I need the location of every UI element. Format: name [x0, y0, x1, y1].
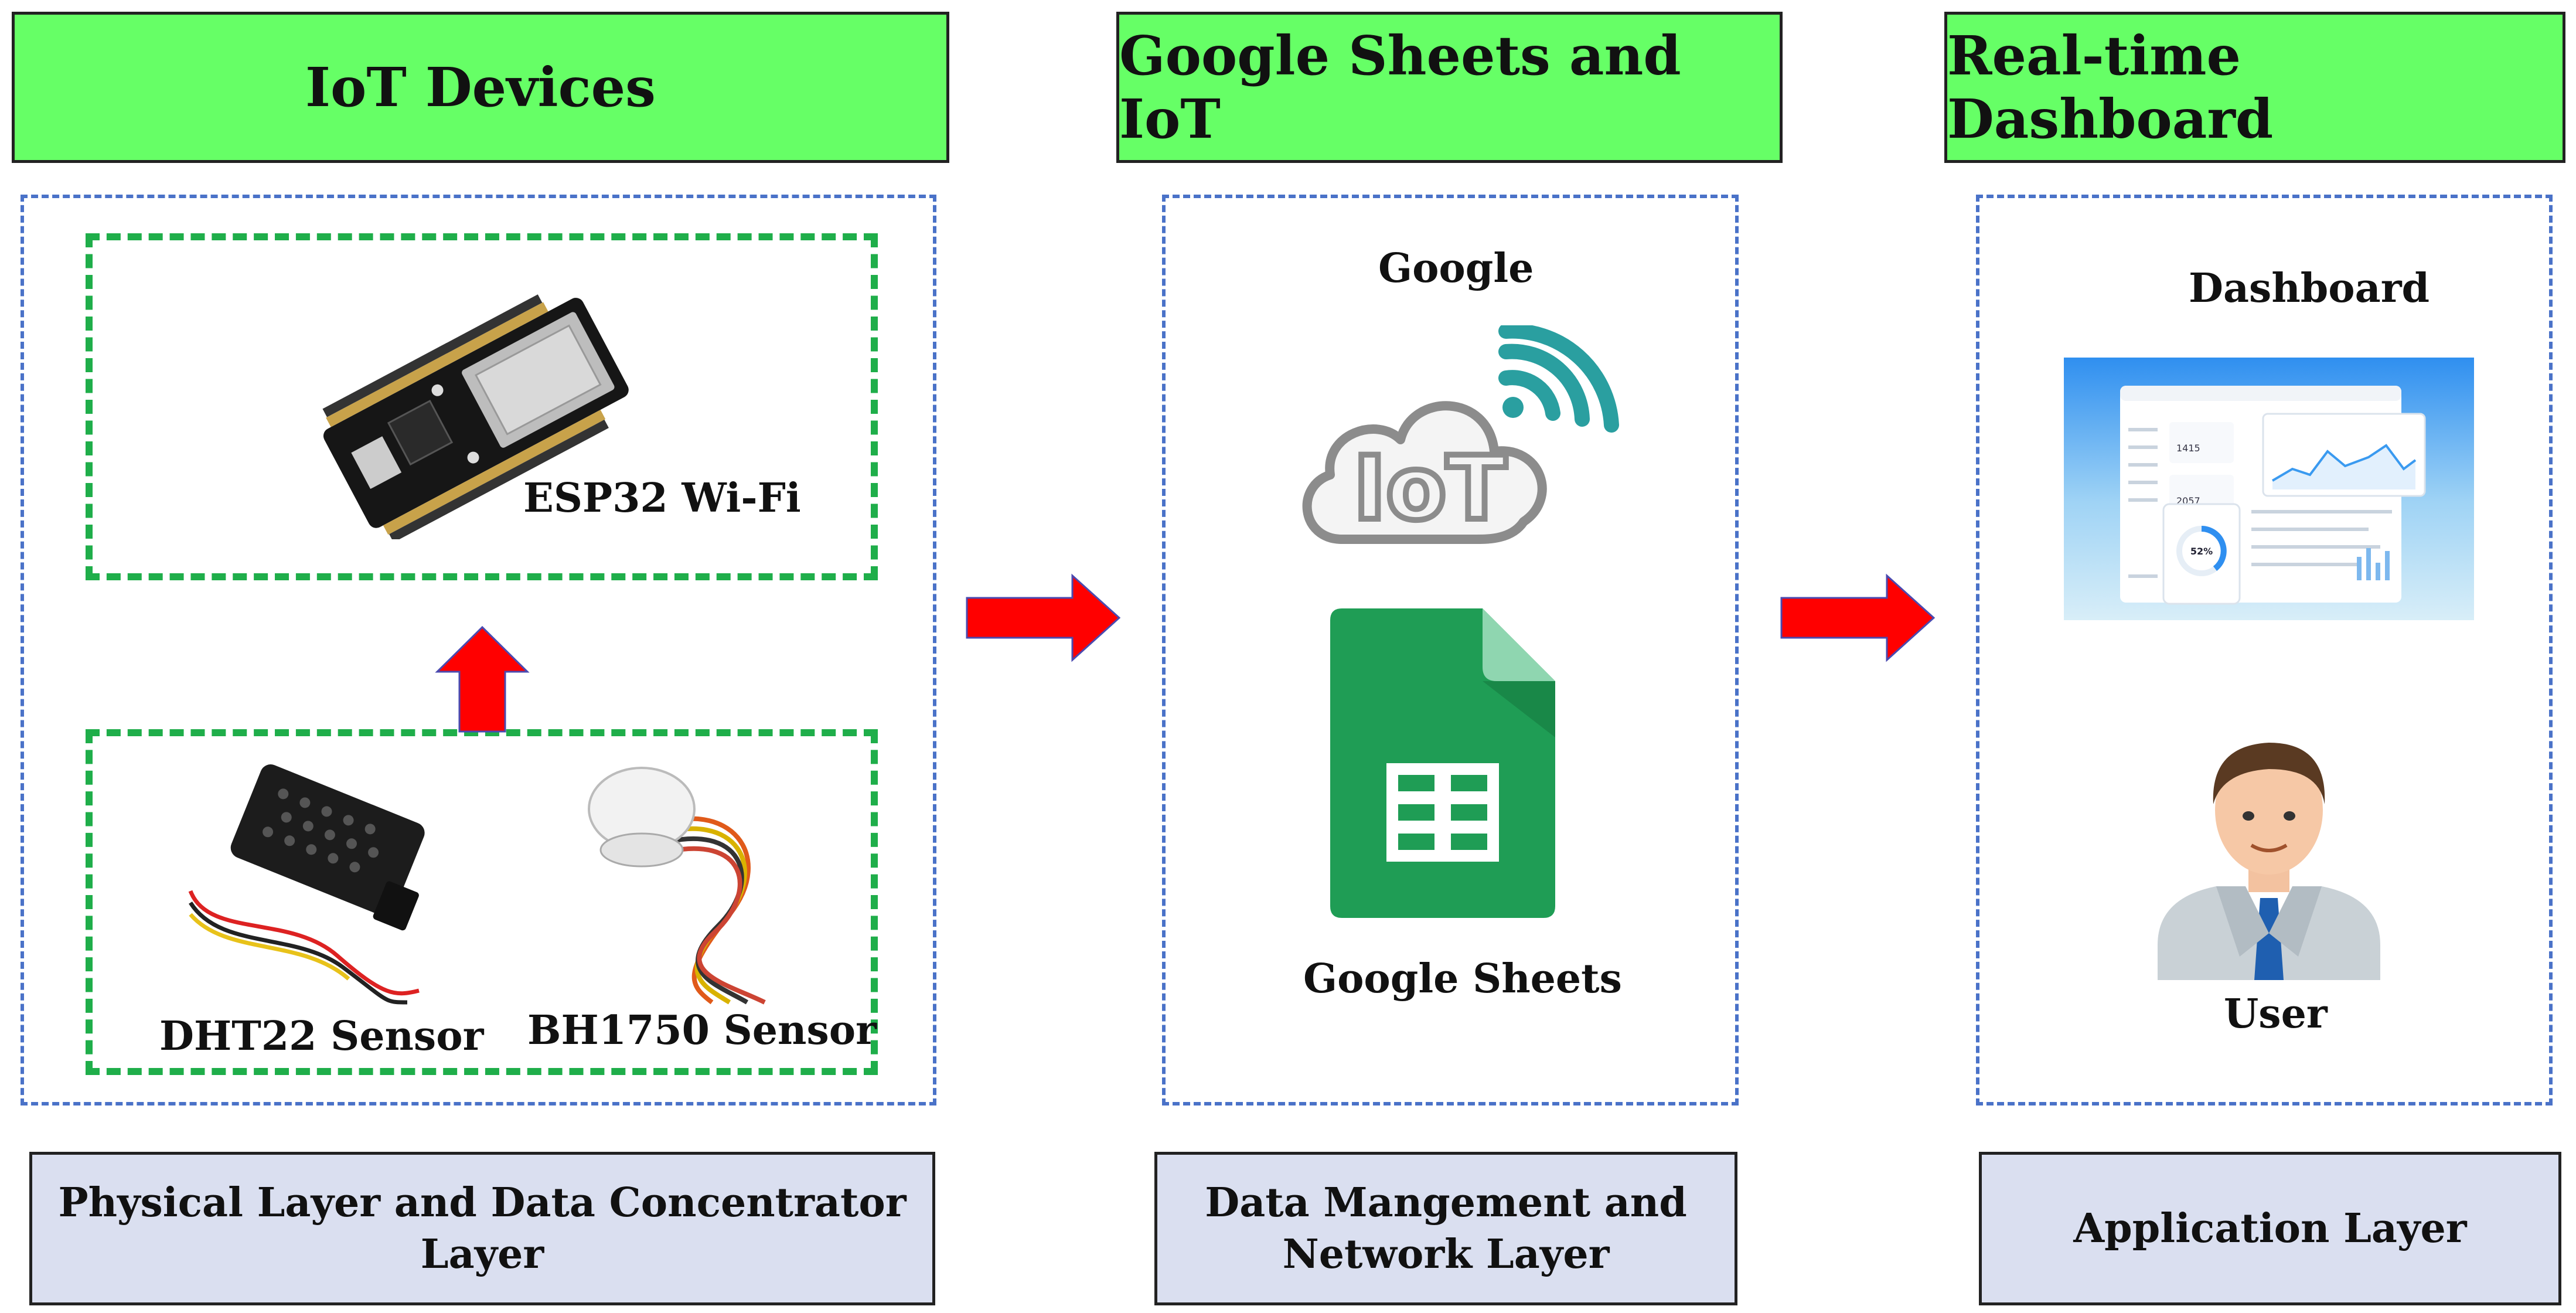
footer-application-layer: Application Layer [1979, 1152, 2561, 1305]
esp32-board-icon [322, 294, 629, 539]
google-sheets-icon [1330, 608, 1555, 918]
sensors-box [86, 729, 878, 1075]
footer-data-management-layer: Data Mangement and Network Layer [1154, 1152, 1737, 1305]
footer-physical-layer-text: Physical Layer and Data Concentrator Lay… [58, 1179, 907, 1278]
esp32-label: ESP32 Wi-Fi [523, 475, 801, 522]
arrow-right-icon [1780, 573, 1936, 662]
header-realtime-dashboard-text: Real-time Dashboard [1947, 24, 2274, 151]
dashboard-percent: 52% [2190, 546, 2213, 557]
header-realtime-dashboard: Real-time Dashboard [1944, 12, 2565, 163]
header-iot-devices-text: IoT Devices [305, 56, 656, 119]
header-google-sheets-iot: Google Sheets and IoT [1116, 12, 1783, 163]
footer-physical-layer: Physical Layer and Data Concentrator Lay… [29, 1152, 935, 1305]
footer-data-management-line2: Network Layer [1282, 1231, 1610, 1278]
google-sheets-panel [1162, 195, 1739, 1105]
iot-devices-panel [21, 195, 936, 1105]
esp32-box [86, 233, 878, 580]
dashboard-label: Dashboard [2189, 265, 2430, 312]
dashboard-panel [1976, 195, 2553, 1105]
iot-cloud-text: IoT [1353, 438, 1506, 540]
header-google-sheets-iot-text: Google Sheets and IoT [1119, 24, 1681, 151]
google-label: Google [1378, 245, 1534, 292]
user-label: User [2224, 991, 2328, 1038]
dashboard-screenshot-icon: 1415 2057 52% [2064, 358, 2474, 620]
arrow-up-icon [435, 625, 530, 733]
google-sheets-label: Google Sheets [1303, 955, 1622, 1002]
wifi-signal-icon [1498, 325, 1619, 433]
arrow-right-icon [966, 573, 1121, 662]
dashboard-value-1: 1415 [2176, 443, 2200, 454]
footer-data-management-line1: Data Mangement and [1205, 1179, 1687, 1226]
header-iot-devices: IoT Devices [12, 12, 949, 163]
dht22-sensor-icon [188, 764, 425, 1005]
user-avatar-icon [2158, 743, 2380, 980]
bh1750-sensor-icon [588, 767, 766, 1005]
iot-cloud-icon: IoT [1302, 401, 1547, 544]
bh1750-label: BH1750 Sensor [527, 1007, 877, 1054]
footer-application-layer-text: Application Layer [2073, 1205, 2467, 1252]
dht22-label: DHT22 Sensor [159, 1013, 484, 1060]
